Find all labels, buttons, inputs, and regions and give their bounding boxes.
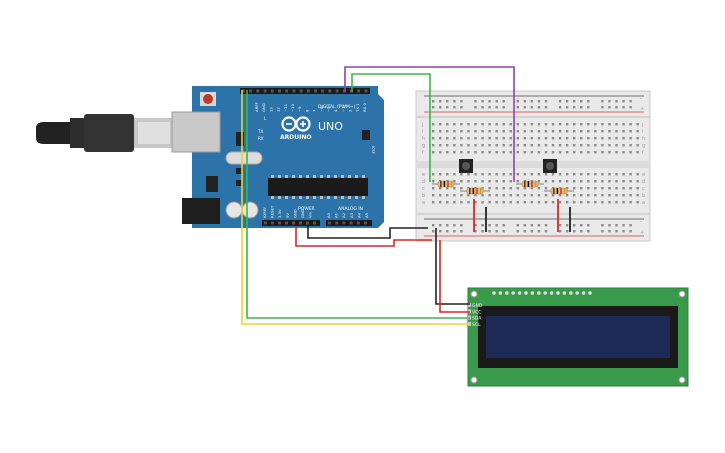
resistor-icon — [432, 180, 460, 188]
row-letter: j — [421, 122, 423, 128]
pin-label: IOREF — [262, 207, 267, 218]
analog-label: ANALOG IN — [338, 206, 363, 212]
power-jack — [182, 198, 220, 224]
pin-label: ~6 — [319, 106, 324, 112]
arduino-brand: ARDUINO — [280, 134, 311, 141]
resistor-icon — [544, 187, 574, 195]
pin-label: A2 — [341, 212, 346, 218]
analog-header — [326, 220, 372, 226]
row-letter: c — [642, 186, 645, 192]
rail-plus-bottom: + — [640, 230, 644, 236]
icsp-label: ICSP — [371, 146, 375, 154]
power-label: POWER — [298, 206, 315, 212]
row-letter: e — [642, 172, 645, 178]
usb-port — [171, 111, 221, 153]
pin-label: A5 — [364, 212, 369, 218]
pin-label: ~10 — [290, 103, 295, 112]
row-letter: e — [422, 172, 425, 178]
row-letter: a — [642, 200, 645, 206]
wire-green-digital — [351, 73, 431, 182]
pin-label: 5V — [285, 213, 290, 218]
wire-green-sda — [246, 90, 470, 319]
arduino-logo-icon — [281, 116, 311, 132]
row-letter: i — [642, 129, 643, 135]
power-header — [262, 220, 320, 226]
row-letter: g — [422, 143, 425, 149]
row-letter: b — [422, 193, 425, 199]
digital-label: DIGITAL (PWM~) — [318, 104, 356, 110]
row-letter: d — [422, 179, 425, 185]
wire-purple-digital — [344, 66, 515, 182]
pin-label: A0 — [326, 212, 331, 218]
rail-minus-bottom: - — [640, 219, 642, 225]
row-letter: i — [422, 129, 423, 135]
led-rx-label: RX — [258, 136, 264, 141]
row-letter: j — [641, 122, 643, 128]
row-letter: b — [642, 193, 645, 199]
pin-label: ~5 — [326, 106, 331, 112]
row-letter: h — [422, 136, 425, 142]
pin-label: GND — [300, 209, 305, 218]
wire-yellow-scl — [241, 90, 470, 325]
row-letter: a — [422, 200, 425, 206]
pin-label: ~9 — [297, 106, 302, 112]
row-letter: d — [642, 179, 645, 185]
lcd-pin-label: SCL — [472, 322, 481, 328]
lcd-pin-label: SDA — [472, 316, 482, 322]
row-letter: c — [422, 186, 425, 192]
atmega-chip — [268, 178, 368, 196]
resistor-icon — [460, 187, 490, 195]
row-letter: h — [642, 136, 645, 142]
pin-label: 8 — [304, 109, 309, 112]
wires — [241, 66, 571, 325]
pin-label: A3 — [349, 212, 354, 218]
wire-black-gnd — [307, 226, 428, 239]
rail-minus-top: - — [640, 96, 642, 102]
pin-label: ~11 — [283, 103, 288, 112]
row-letter: f — [642, 150, 644, 156]
wire-black-lcd-gnd — [435, 228, 470, 305]
rail-plus-top: + — [640, 106, 644, 112]
pin-label: 2 — [348, 109, 353, 112]
wire-red-lcd-vcc — [439, 240, 470, 313]
arduino-board: ARDUINO UNO DIGITAL (PWM~) POWER ANALOG … — [171, 86, 384, 228]
crystal — [225, 151, 263, 165]
digital-header — [240, 88, 370, 94]
led-l-label: L — [264, 116, 267, 121]
pin-label: 4 — [333, 109, 338, 112]
pin-label: AREF — [254, 102, 259, 112]
resistor-icon — [516, 180, 544, 188]
pushbutton-icon[interactable] — [543, 159, 557, 173]
lcd-pin-label: GND — [472, 303, 483, 309]
pin-label: 7 — [312, 109, 317, 112]
pin-label: A4 — [356, 212, 361, 218]
pin-label: 3.3V — [277, 209, 282, 218]
led-tx-label: TX — [257, 129, 263, 134]
pin-label: TX 1 — [355, 103, 360, 113]
pin-label: RX 0 — [362, 103, 367, 112]
lcd-screen — [486, 316, 670, 358]
pushbutton-icon[interactable] — [459, 159, 473, 173]
arduino-model: UNO — [318, 120, 343, 133]
pin-label: ~3 — [340, 106, 345, 112]
pin-label: 13 — [268, 107, 273, 112]
reset-button[interactable] — [203, 94, 213, 104]
row-letter: f — [422, 150, 424, 156]
row-letter: g — [642, 143, 645, 149]
lcd-pin-label: VCC — [472, 309, 481, 315]
pin-label: RESET — [270, 205, 275, 218]
pin-label: Vin — [308, 211, 313, 218]
pin-label: 12 — [276, 107, 281, 112]
pin-label: GND — [292, 209, 297, 218]
usb-cable-icon — [36, 114, 174, 152]
wire-red-5v — [295, 226, 432, 247]
pin-label: A1 — [334, 212, 339, 218]
pin-label: GND — [261, 103, 266, 112]
